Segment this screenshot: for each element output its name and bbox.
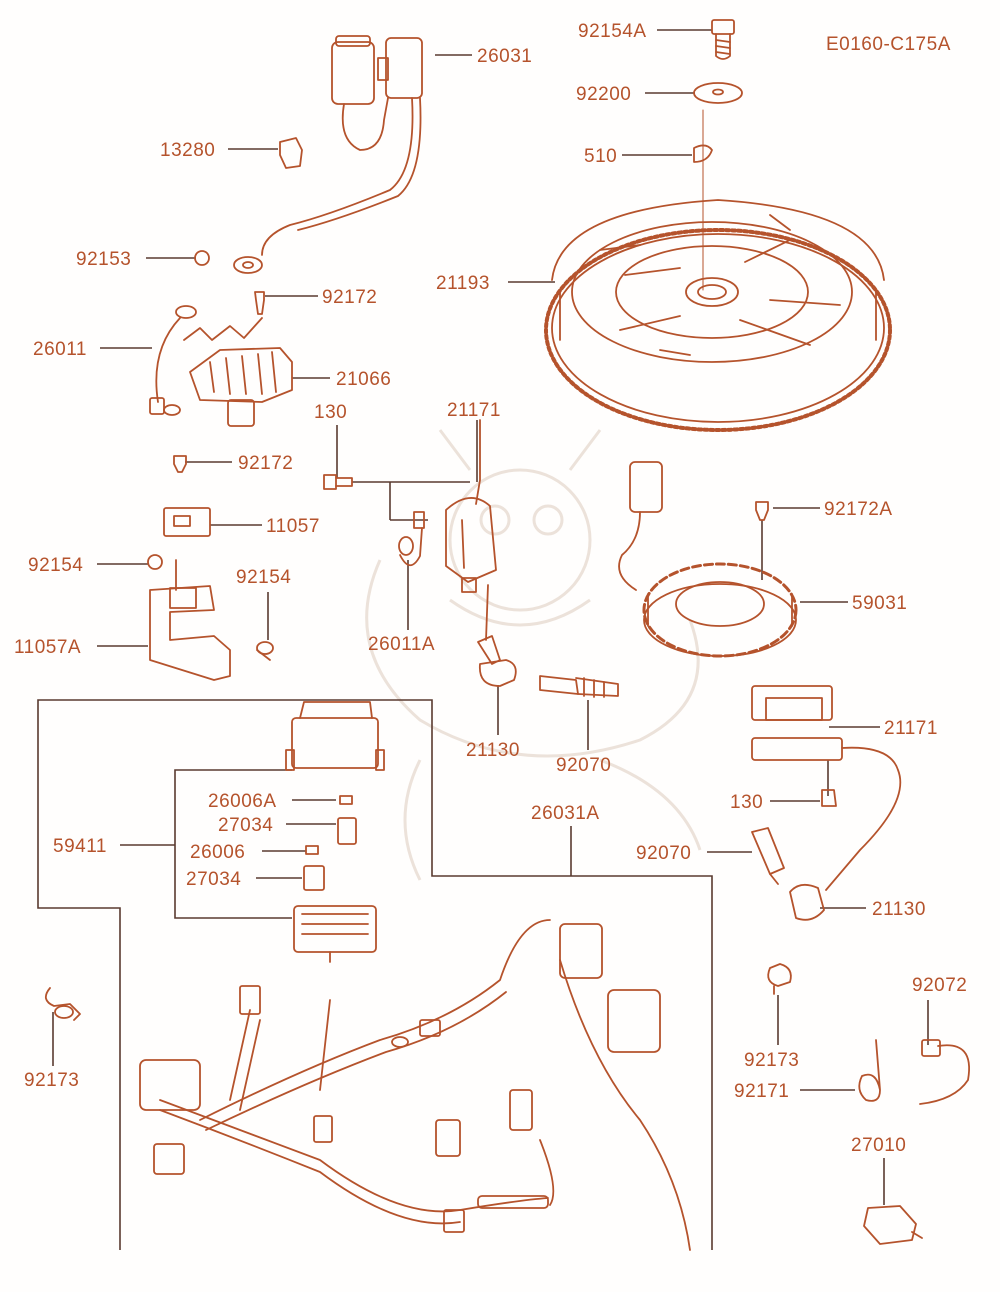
part-26006-icon: [305, 845, 319, 855]
bolt-130-a-icon: [323, 474, 353, 490]
callout-92173-b: 92173: [744, 1050, 799, 1071]
ignition-coil-21171-icon: [445, 419, 497, 641]
callout-26031: 26031: [477, 46, 532, 67]
callout-21066: 21066: [336, 369, 391, 390]
nut-92154-a-icon: [147, 554, 163, 570]
stator-59031-icon: [642, 562, 798, 658]
callout-92172-a: 92172: [322, 287, 377, 308]
callout-21193: 21193: [436, 273, 490, 294]
callout-92173-a: 92173: [24, 1070, 79, 1091]
switch-27010-icon: [863, 1205, 923, 1245]
callout-92070-a: 92070: [556, 755, 611, 776]
callout-27034-a: 27034: [218, 815, 273, 836]
callout-labels: E0160-C175A 92154A 92200 510 26031 13280…: [14, 21, 967, 1156]
part-27034-b-icon: [303, 865, 325, 891]
callout-26031A: 26031A: [531, 803, 600, 824]
callout-26006: 26006: [190, 842, 245, 863]
callout-21130-a: 21130: [466, 740, 520, 761]
bracket-11057A-icon: [149, 559, 231, 681]
key-510-icon: [693, 144, 713, 163]
clamp-13280-icon: [279, 137, 303, 169]
callout-92154-b: 92154: [236, 567, 291, 588]
callout-21171-a: 21171: [447, 400, 501, 421]
controller-59411-top-icon: [285, 701, 385, 771]
bracket-11057-icon: [163, 507, 211, 537]
plug-cap-21130-a-icon: [477, 635, 517, 687]
leader-lines: [37, 29, 929, 1250]
callout-21130-b: 21130: [872, 899, 926, 920]
callout-92072: 92072: [912, 975, 967, 996]
callout-130-b: 130: [730, 792, 763, 813]
plug-cap-21130-b-icon: [789, 883, 825, 921]
ground-lead-26011-icon: [149, 305, 263, 416]
clamp-92173-b-icon: [767, 963, 792, 995]
part-26006A-icon: [339, 795, 353, 805]
parts-artwork: [44, 19, 970, 1251]
ignition-coil-21171-b-icon: [751, 685, 902, 891]
callout-59031: 59031: [852, 593, 907, 614]
nut-92154-b-icon: [256, 641, 274, 661]
callout-130-a: 130: [314, 402, 347, 423]
callout-510: 510: [584, 146, 617, 167]
callout-92070-b: 92070: [636, 843, 691, 864]
watermark-mascot: [365, 429, 702, 881]
lead-26011A-icon: [398, 511, 425, 567]
washer-92200-icon: [693, 82, 743, 104]
callout-92154A: 92154A: [578, 21, 647, 42]
diagram-code: E0160-C175A: [826, 34, 951, 55]
callout-92153: 92153: [76, 249, 131, 270]
connector-26031-icon: [233, 35, 423, 274]
nut-92153-icon: [194, 250, 210, 266]
clamp-92173-a-icon: [44, 987, 81, 1021]
callout-92172-b: 92172: [238, 453, 293, 474]
regulator-21066-icon: [189, 347, 293, 427]
callout-11057A: 11057A: [14, 637, 81, 658]
spark-plug-92070-a-icon: [539, 675, 619, 698]
wire-harness-26031A-icon: [139, 919, 691, 1251]
bolt-92154A-icon: [711, 19, 735, 60]
callout-92171: 92171: [734, 1081, 789, 1102]
callout-92154-a: 92154: [28, 555, 83, 576]
callout-27034-b: 27034: [186, 869, 241, 890]
callout-26006A: 26006A: [208, 791, 277, 812]
callout-13280: 13280: [160, 140, 215, 161]
part-27034-a-icon: [337, 817, 357, 845]
callout-26011: 26011: [33, 339, 87, 360]
controller-59411-bottom-icon: [293, 905, 377, 963]
callout-21171-b: 21171: [884, 718, 938, 739]
screw-92172-a-icon: [254, 291, 265, 315]
spark-plug-92070-b-icon: [751, 827, 785, 885]
callout-92200: 92200: [576, 84, 631, 105]
callout-27010: 27010: [851, 1135, 906, 1156]
callout-11057: 11057: [266, 516, 320, 537]
callout-92172A: 92172A: [824, 499, 893, 520]
bolt-130-b-icon: [821, 789, 837, 807]
band-92072-icon: [919, 1039, 970, 1105]
callout-26011A: 26011A: [368, 634, 435, 655]
stator-connector-icon: [618, 461, 663, 591]
screw-92172A-icon: [755, 501, 769, 521]
flywheel-21193-icon: [544, 199, 892, 432]
callout-59411: 59411: [53, 836, 107, 857]
clip-92171-icon: [858, 1039, 881, 1102]
screw-92172-b-icon: [173, 455, 187, 473]
